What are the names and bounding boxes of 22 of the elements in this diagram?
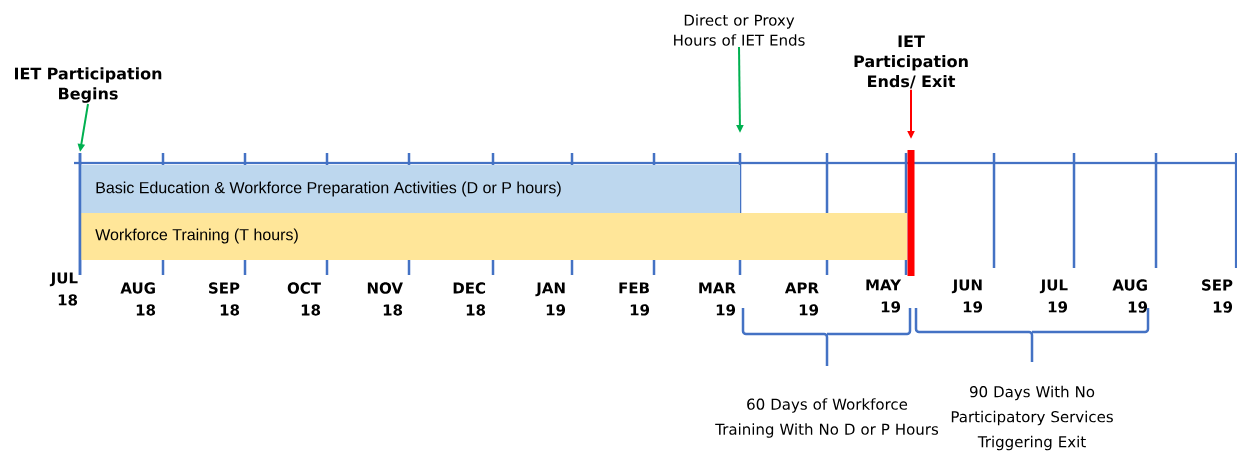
- month-label: SEP 18: [209, 282, 240, 316]
- month-label: APR 19: [784, 282, 819, 316]
- period-note: 90 Days With No Participatory Services Triggering Exit: [951, 385, 1113, 451]
- month-label: OCT 18: [287, 282, 321, 316]
- month-label: FEB 19: [619, 282, 650, 316]
- annotation-text: Direct or Proxy Hours of IET Ends: [674, 14, 805, 46]
- month-label: AUG 19: [1112, 279, 1148, 313]
- month-label: NOV 18: [367, 282, 403, 316]
- month-label: SEP 19: [1202, 279, 1233, 313]
- month-label: JUN 19: [951, 279, 983, 313]
- month-label: MAR 19: [699, 282, 736, 316]
- activity-bar: Basic Education & Workforce Preparation Activities (D or P hours): [80, 165, 740, 213]
- month-label: JAN 19: [535, 282, 566, 316]
- activity-bar: Workforce Training (T hours): [80, 213, 907, 260]
- period-note: 60 Days of Workforce Training With No D or P Hours: [715, 398, 939, 438]
- month-label: JUL 19: [1039, 279, 1068, 313]
- annotation-text: IET Participation Ends/ Exit: [854, 35, 968, 89]
- annotation-text: IET Participation Begins: [15, 67, 162, 103]
- month-label: DEC 18: [453, 282, 486, 316]
- month-label: MAY 19: [866, 279, 902, 313]
- month-label: JUL 18: [49, 272, 78, 306]
- month-label: AUG 18: [120, 282, 156, 316]
